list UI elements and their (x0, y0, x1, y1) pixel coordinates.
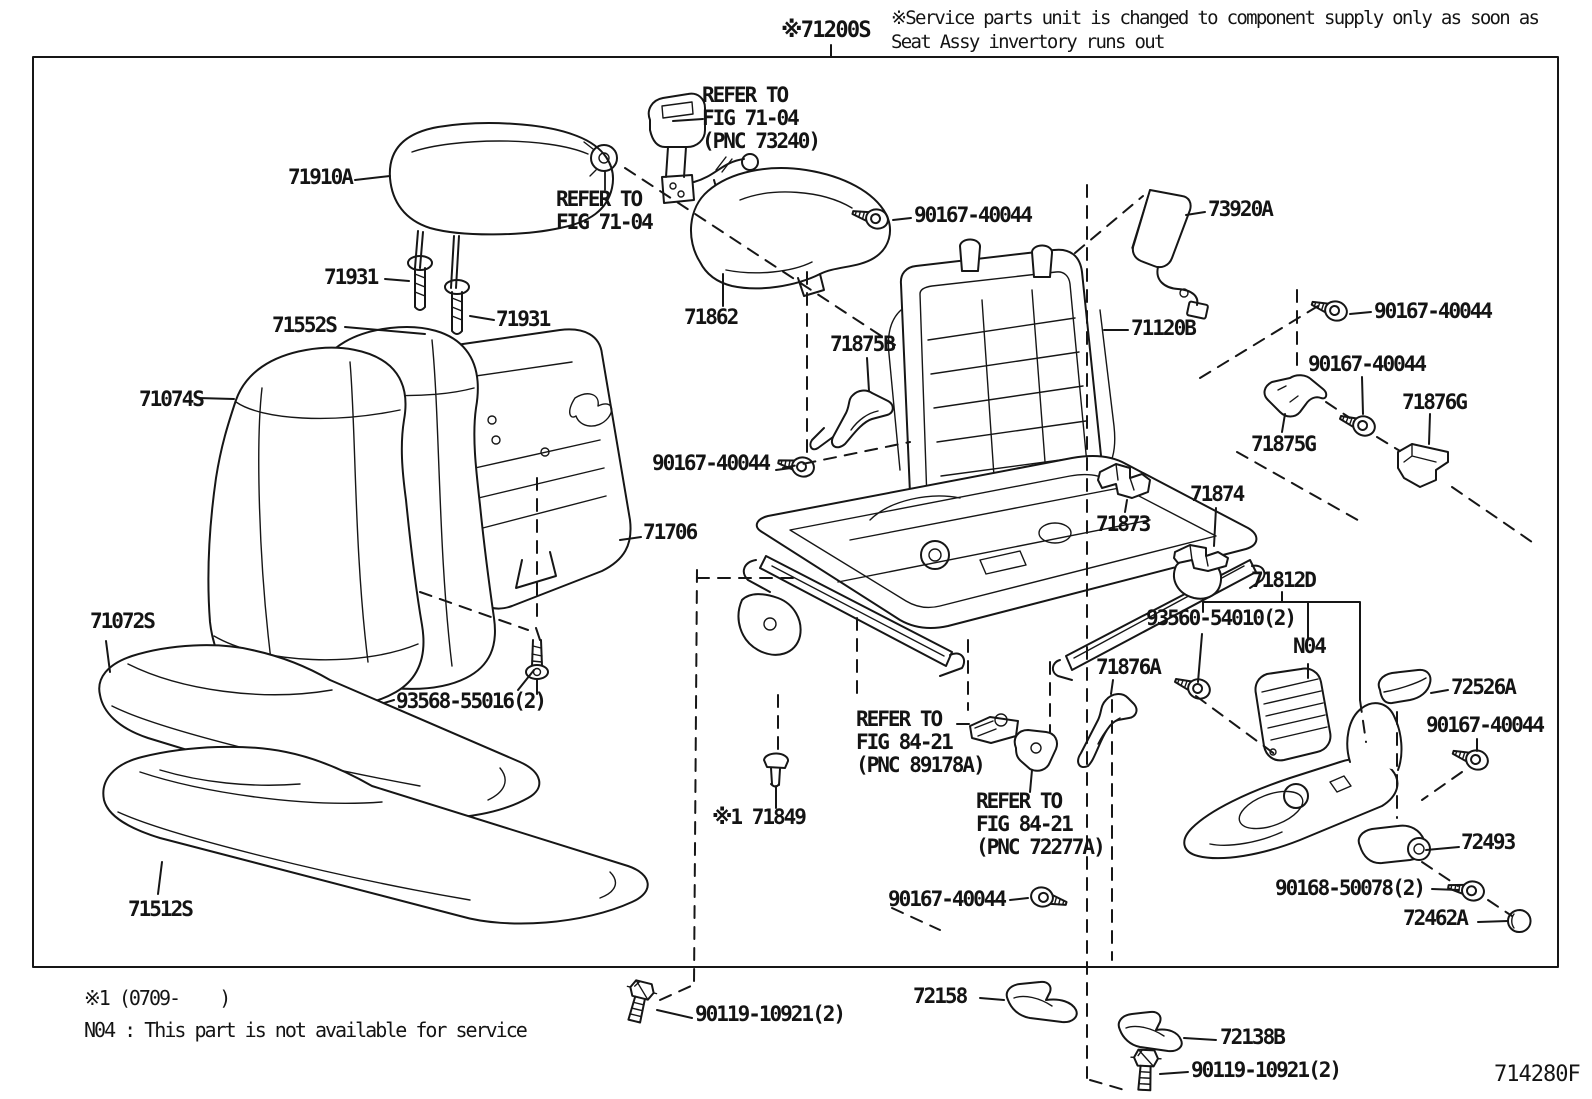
part-label-71931-left: 71931 (324, 265, 379, 289)
ref-line: FIG 84-21 (856, 730, 954, 754)
footnote-applicability: ※1 (0709- ) (84, 986, 231, 1010)
protector-71876g-drawing (1397, 443, 1449, 488)
part-label-93568: 93568-55016(2) (396, 689, 547, 713)
bracket-72277-drawing (1013, 729, 1058, 772)
part-label-90119-left: 90119-10921(2) (695, 1002, 846, 1026)
part-label-71120b: 71120B (1131, 316, 1197, 340)
protector-71876a-drawing (1077, 693, 1138, 768)
part-label-72526a: 72526A (1451, 675, 1517, 699)
part-label-73920a: 73920A (1208, 197, 1274, 221)
part-label-71873: 71873 (1096, 512, 1151, 536)
part-label-72462a: 72462A (1403, 906, 1469, 930)
part-label-90167-right-mid: 90167-40044 (1308, 352, 1427, 376)
ref-line: (PNC 73240) (702, 129, 821, 153)
recline-cover-drawing (1183, 702, 1403, 860)
headrest-drawing (388, 122, 614, 335)
bracket-71874-drawing (1173, 544, 1229, 572)
service-note-line2: Seat Assy invertory runs out (891, 31, 1165, 53)
part-label-90119-right: 90119-10921(2) (1191, 1058, 1342, 1082)
shield-inner-drawing (690, 167, 891, 297)
ref-line: REFER TO (856, 707, 943, 731)
hook-72158-drawing (1005, 980, 1078, 1024)
part-label-90167-mid-left: 90167-40044 (652, 451, 771, 475)
bracket-71873-drawing (1097, 463, 1151, 499)
part-label-72158: 72158 (913, 984, 968, 1008)
ref-line: FIG 71-04 (556, 210, 654, 234)
protector-71875g-drawing (1263, 374, 1328, 418)
part-label-n04: N04 (1293, 634, 1327, 658)
protector-71875b-drawing (809, 389, 894, 451)
hook-72138b-drawing (1117, 1010, 1183, 1053)
part-label-71072s: 71072S (90, 609, 156, 633)
ref-line: REFER TO (556, 187, 643, 211)
part-label-71910a: 71910A (288, 165, 354, 189)
ref-line: REFER TO (702, 83, 789, 107)
handle-72493-drawing (1357, 824, 1431, 865)
ref-line: REFER TO (976, 789, 1063, 813)
ref-line: FIG 71-04 (702, 106, 800, 130)
cushion-pad-drawing (102, 745, 649, 925)
part-label-71862: 71862 (684, 305, 739, 329)
ref-line: FIG 84-21 (976, 812, 1074, 836)
ref-line: (PNC 72277A) (976, 835, 1106, 859)
part-label-90167-right-upper: 90167-40044 (1374, 299, 1493, 323)
part-label-90167-top: 90167-40044 (914, 203, 1033, 227)
seat-adjuster-drawing (737, 455, 1266, 681)
wire-73920-drawing (1131, 189, 1209, 320)
screw-93568-drawing (525, 627, 549, 695)
part-label-71706: 71706 (643, 520, 698, 544)
cover-72526a-drawing (1377, 668, 1432, 705)
leader-lines (105, 118, 1509, 1075)
cap-72462a-drawing (1507, 909, 1532, 934)
part-label-71552s: 71552S (272, 313, 338, 337)
part-label-71074s: 71074S (139, 387, 205, 411)
diagram-border (32, 56, 1559, 968)
part-label-71931-right: 71931 (496, 307, 551, 331)
part-label-71876a: 71876A (1096, 655, 1162, 679)
footnote-n04: N04 : This part is not available for ser… (84, 1018, 528, 1042)
part-label-93560: 93560-54010(2) (1146, 606, 1297, 630)
part-label-90168: 90168-50078(2) (1275, 876, 1426, 900)
figure-callout: ※71200S (781, 18, 872, 43)
figure-code: 714280F (1494, 1062, 1581, 1087)
service-note: ※Service parts unit is changed to compon… (891, 6, 1540, 54)
part-label-90167-right-lower: 90167-40044 (1426, 713, 1545, 737)
bolt-71849-drawing (763, 752, 789, 809)
part-label-71512s: 71512S (128, 897, 194, 921)
part-label-71876g: 71876G (1402, 390, 1468, 414)
service-note-line1: ※Service parts unit is changed to compon… (891, 7, 1540, 29)
part-label-71875g: 71875G (1251, 432, 1317, 456)
vent-grille-drawing (1254, 667, 1332, 762)
bolt-90119-icons (618, 977, 1163, 1092)
part-label-90167-bottom: 90167-40044 (888, 887, 1007, 911)
part-label-71875b: 71875B (830, 332, 896, 356)
part-label-72138b: 72138B (1220, 1025, 1286, 1049)
part-label-71849: ※1 71849 (712, 805, 807, 829)
grommet-drawing (583, 141, 618, 191)
part-label-71874: 71874 (1190, 482, 1245, 506)
ref-line: (PNC 89178A) (856, 753, 986, 777)
part-label-72493: 72493 (1461, 830, 1516, 854)
part-label-71812d: 71812D (1251, 568, 1317, 592)
assembly-dashed-lines (419, 167, 1533, 1092)
